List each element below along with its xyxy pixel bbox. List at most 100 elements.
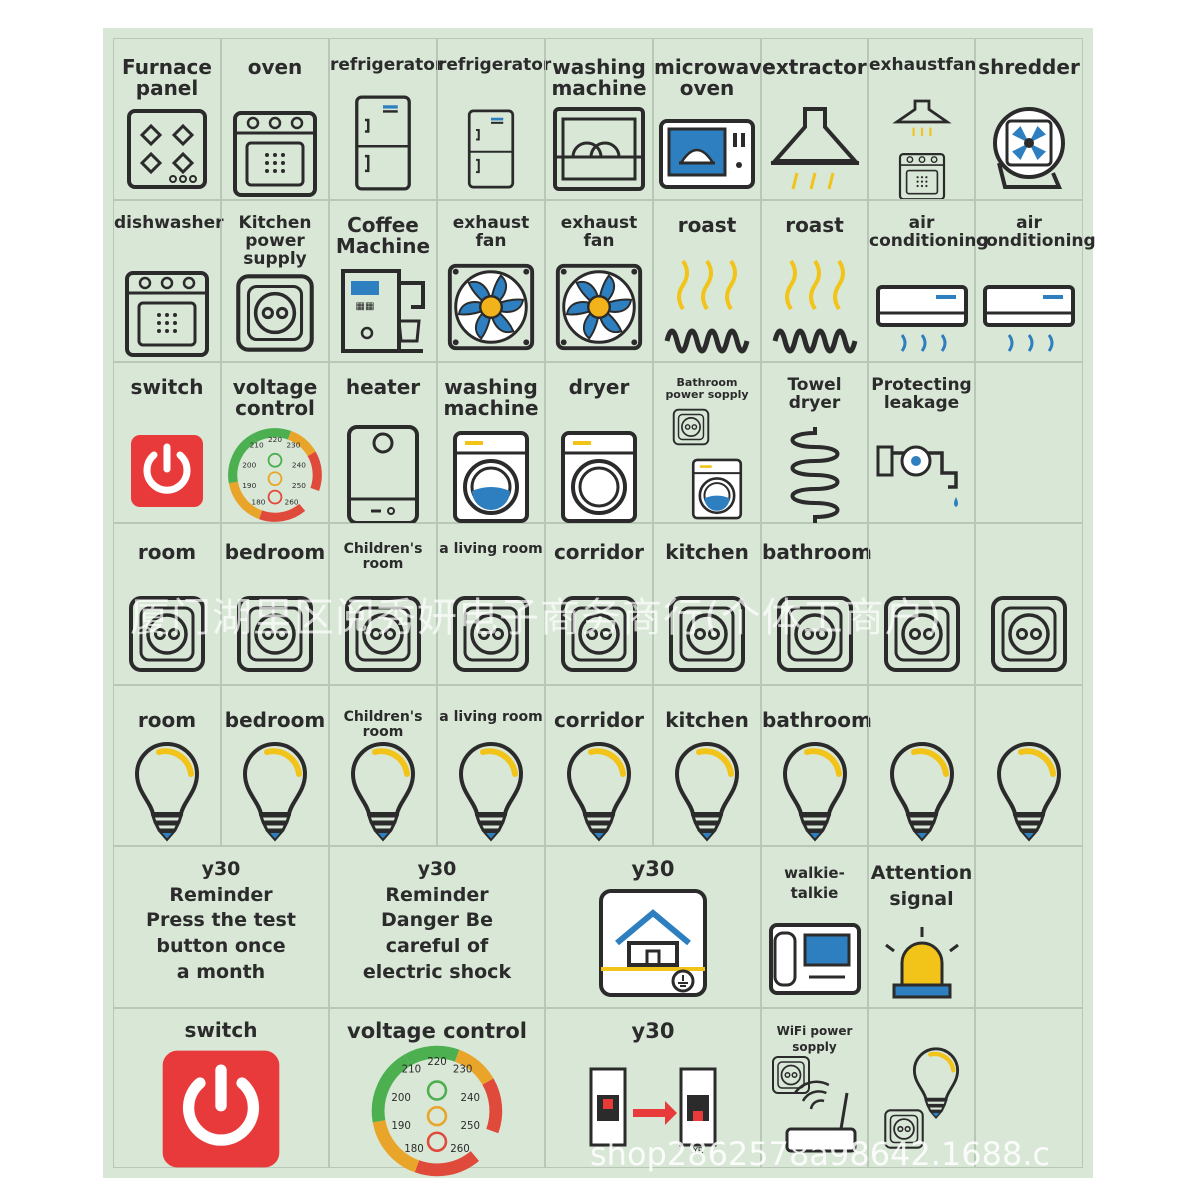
sign-cell: shredder — [975, 38, 1083, 200]
sign-label: Children's room — [343, 541, 423, 572]
appliance-icon — [553, 107, 645, 191]
sign-cell: heater — [329, 362, 437, 523]
sign-label: bedroom — [224, 540, 326, 564]
empty-cell — [975, 846, 1083, 1008]
appliance-icon — [993, 107, 1065, 189]
sign-cell: Coffee Machine ▦▦ — [329, 200, 437, 362]
alarm-light-icon — [884, 927, 959, 999]
sign-cell: air conditioning — [868, 200, 989, 362]
attention-signal-sign: Attention signal — [868, 846, 975, 1008]
sign-label: a living room — [439, 541, 543, 557]
appliance-icon — [776, 596, 853, 672]
sign-label: Bathroom power sopply — [665, 376, 749, 401]
sign-cell — [975, 362, 1083, 523]
appliance-icon — [467, 109, 515, 189]
gauge-tick: 190 — [242, 481, 256, 490]
gauge-tick: 210 — [402, 1064, 422, 1076]
coffee-readout: ▦▦ — [356, 301, 375, 312]
appliance-icon — [134, 742, 200, 842]
sign-cell: washing machine — [545, 38, 653, 200]
sign-cell: Children's room — [329, 685, 437, 846]
sign-label: bathroom — [762, 708, 872, 732]
appliance-icon — [672, 408, 743, 520]
gauge-tick: 250 — [461, 1120, 481, 1132]
sign-label: kitchen — [665, 540, 749, 564]
sign-label: shredder — [978, 55, 1080, 79]
breaker-mark: YR — [692, 1146, 704, 1155]
gauge-tick: 220 — [268, 435, 282, 444]
sign-label: washing machine — [443, 375, 539, 420]
sign-label: kitchen — [665, 708, 749, 732]
sign-label: switch — [130, 375, 204, 399]
sign-label: voltage control — [232, 375, 318, 420]
sign-cell: Furnace panel — [113, 38, 221, 200]
house-ground-icon — [599, 889, 707, 997]
sign-label: WiFi power sopply — [776, 1024, 853, 1055]
sign-cell: Kitchen power supply — [221, 200, 329, 362]
appliance-icon — [983, 285, 1075, 352]
sign-label: washing machine — [551, 55, 647, 100]
appliance-icon — [876, 445, 958, 507]
appliance-icon — [347, 425, 419, 523]
sign-cell: bedroom — [221, 523, 329, 685]
sign-label: Children's room — [343, 709, 423, 740]
appliance-icon — [669, 596, 745, 672]
gauge-tick: 260 — [285, 497, 299, 506]
sign-label: dryer — [568, 375, 630, 399]
appliance-icon — [125, 271, 209, 357]
sign-label: corridor — [553, 708, 645, 732]
appliance-icon — [875, 285, 968, 352]
gauge-tick: 210 — [250, 440, 264, 449]
appliance-icon — [772, 259, 857, 354]
sign-cell: dishwasher — [113, 200, 224, 362]
sign-label: y30 — [631, 1019, 675, 1043]
gauge-tick: 200 — [391, 1092, 411, 1104]
appliance-icon — [770, 107, 859, 190]
sign-label: refrigerator — [330, 55, 444, 75]
sign-cell: a living room — [437, 685, 545, 846]
sign-cell — [975, 523, 1083, 685]
sign-cell: room — [113, 685, 221, 846]
reminder-sign-1: y30 Reminder Press the test button once … — [113, 846, 329, 1008]
appliance-icon — [566, 742, 632, 842]
sign-cell: Children's room — [329, 523, 437, 685]
gauge-tick: 260 — [450, 1143, 470, 1155]
appliance-icon — [889, 742, 954, 842]
sign-cell: exhaustfan — [868, 38, 977, 200]
reminder-text: y30 Reminder Danger Be careful of electr… — [362, 858, 512, 983]
sign-cell: corridor — [545, 685, 653, 846]
appliance-icon — [782, 742, 847, 842]
sign-label: air conditioning — [869, 213, 989, 251]
appliance-icon: ▦▦ — [341, 269, 425, 353]
appliance-icon — [561, 431, 637, 523]
sign-cell: a living room — [437, 523, 545, 685]
sign-label: bedroom — [224, 708, 326, 732]
sign-cell: kitchen — [653, 685, 761, 846]
watermark: 厦门湖里区阅秀妍电子商务商行(个体工商户) — [130, 595, 943, 641]
gauge-tick: 190 — [391, 1120, 411, 1132]
power-icon — [162, 1050, 280, 1168]
sign-cell: exhaust fan — [545, 200, 653, 362]
sign-label: roast — [785, 213, 844, 237]
grounding-sign: y30 — [545, 846, 761, 1008]
gauge-tick: 250 — [292, 481, 306, 490]
gauge-tick: 200 — [242, 461, 256, 470]
sign-cell: corridor — [545, 523, 653, 685]
appliance-icon — [355, 95, 411, 191]
appliance-icon — [447, 263, 535, 351]
sign-label: exhaustfan — [869, 55, 977, 75]
sign-label: Coffee Machine — [335, 213, 431, 258]
appliance-icon — [561, 596, 637, 672]
sign-label: exhaust fan — [452, 213, 530, 251]
appliance-icon — [453, 431, 529, 523]
gauge-tick: 230 — [453, 1064, 473, 1076]
sign-cell — [868, 685, 975, 846]
sign-cell — [975, 685, 1083, 846]
empty-cell — [975, 1008, 1083, 1168]
appliance-icon — [237, 596, 313, 672]
sign-cell: refrigerator — [329, 38, 444, 200]
sign-label: roast — [677, 213, 737, 237]
